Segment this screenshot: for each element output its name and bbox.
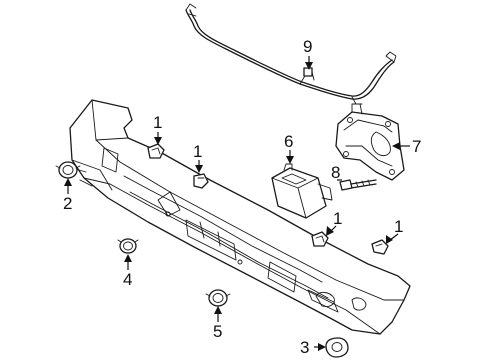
callout-3: 3	[300, 338, 309, 357]
callout-8: 8	[331, 163, 340, 182]
wiring-harness	[185, 3, 397, 105]
callout-5: 5	[213, 322, 222, 341]
callout-1-right: 1	[394, 217, 403, 236]
sensor-clip-right	[371, 239, 389, 255]
bolt	[339, 179, 377, 191]
callout-2: 2	[63, 194, 72, 213]
parking-sensor-lower	[117, 238, 139, 254]
callout-7: 7	[412, 137, 421, 156]
callout-1-center: 1	[333, 209, 342, 228]
callout-4: 4	[123, 270, 132, 289]
sensor-clip-upper	[147, 143, 165, 159]
sensor-clip-center	[311, 231, 329, 247]
mounting-bracket	[335, 103, 405, 181]
callout-1-upper: 1	[153, 113, 162, 132]
leaders	[64, 56, 410, 351]
callout-9: 9	[303, 37, 312, 56]
sensor-clip-mid	[193, 173, 209, 189]
callout-6: 6	[284, 132, 293, 151]
callout-1-mid: 1	[193, 142, 202, 161]
parking-sensor-bottom	[205, 289, 231, 307]
parking-sensor-3	[325, 337, 349, 358]
control-module	[271, 163, 333, 219]
